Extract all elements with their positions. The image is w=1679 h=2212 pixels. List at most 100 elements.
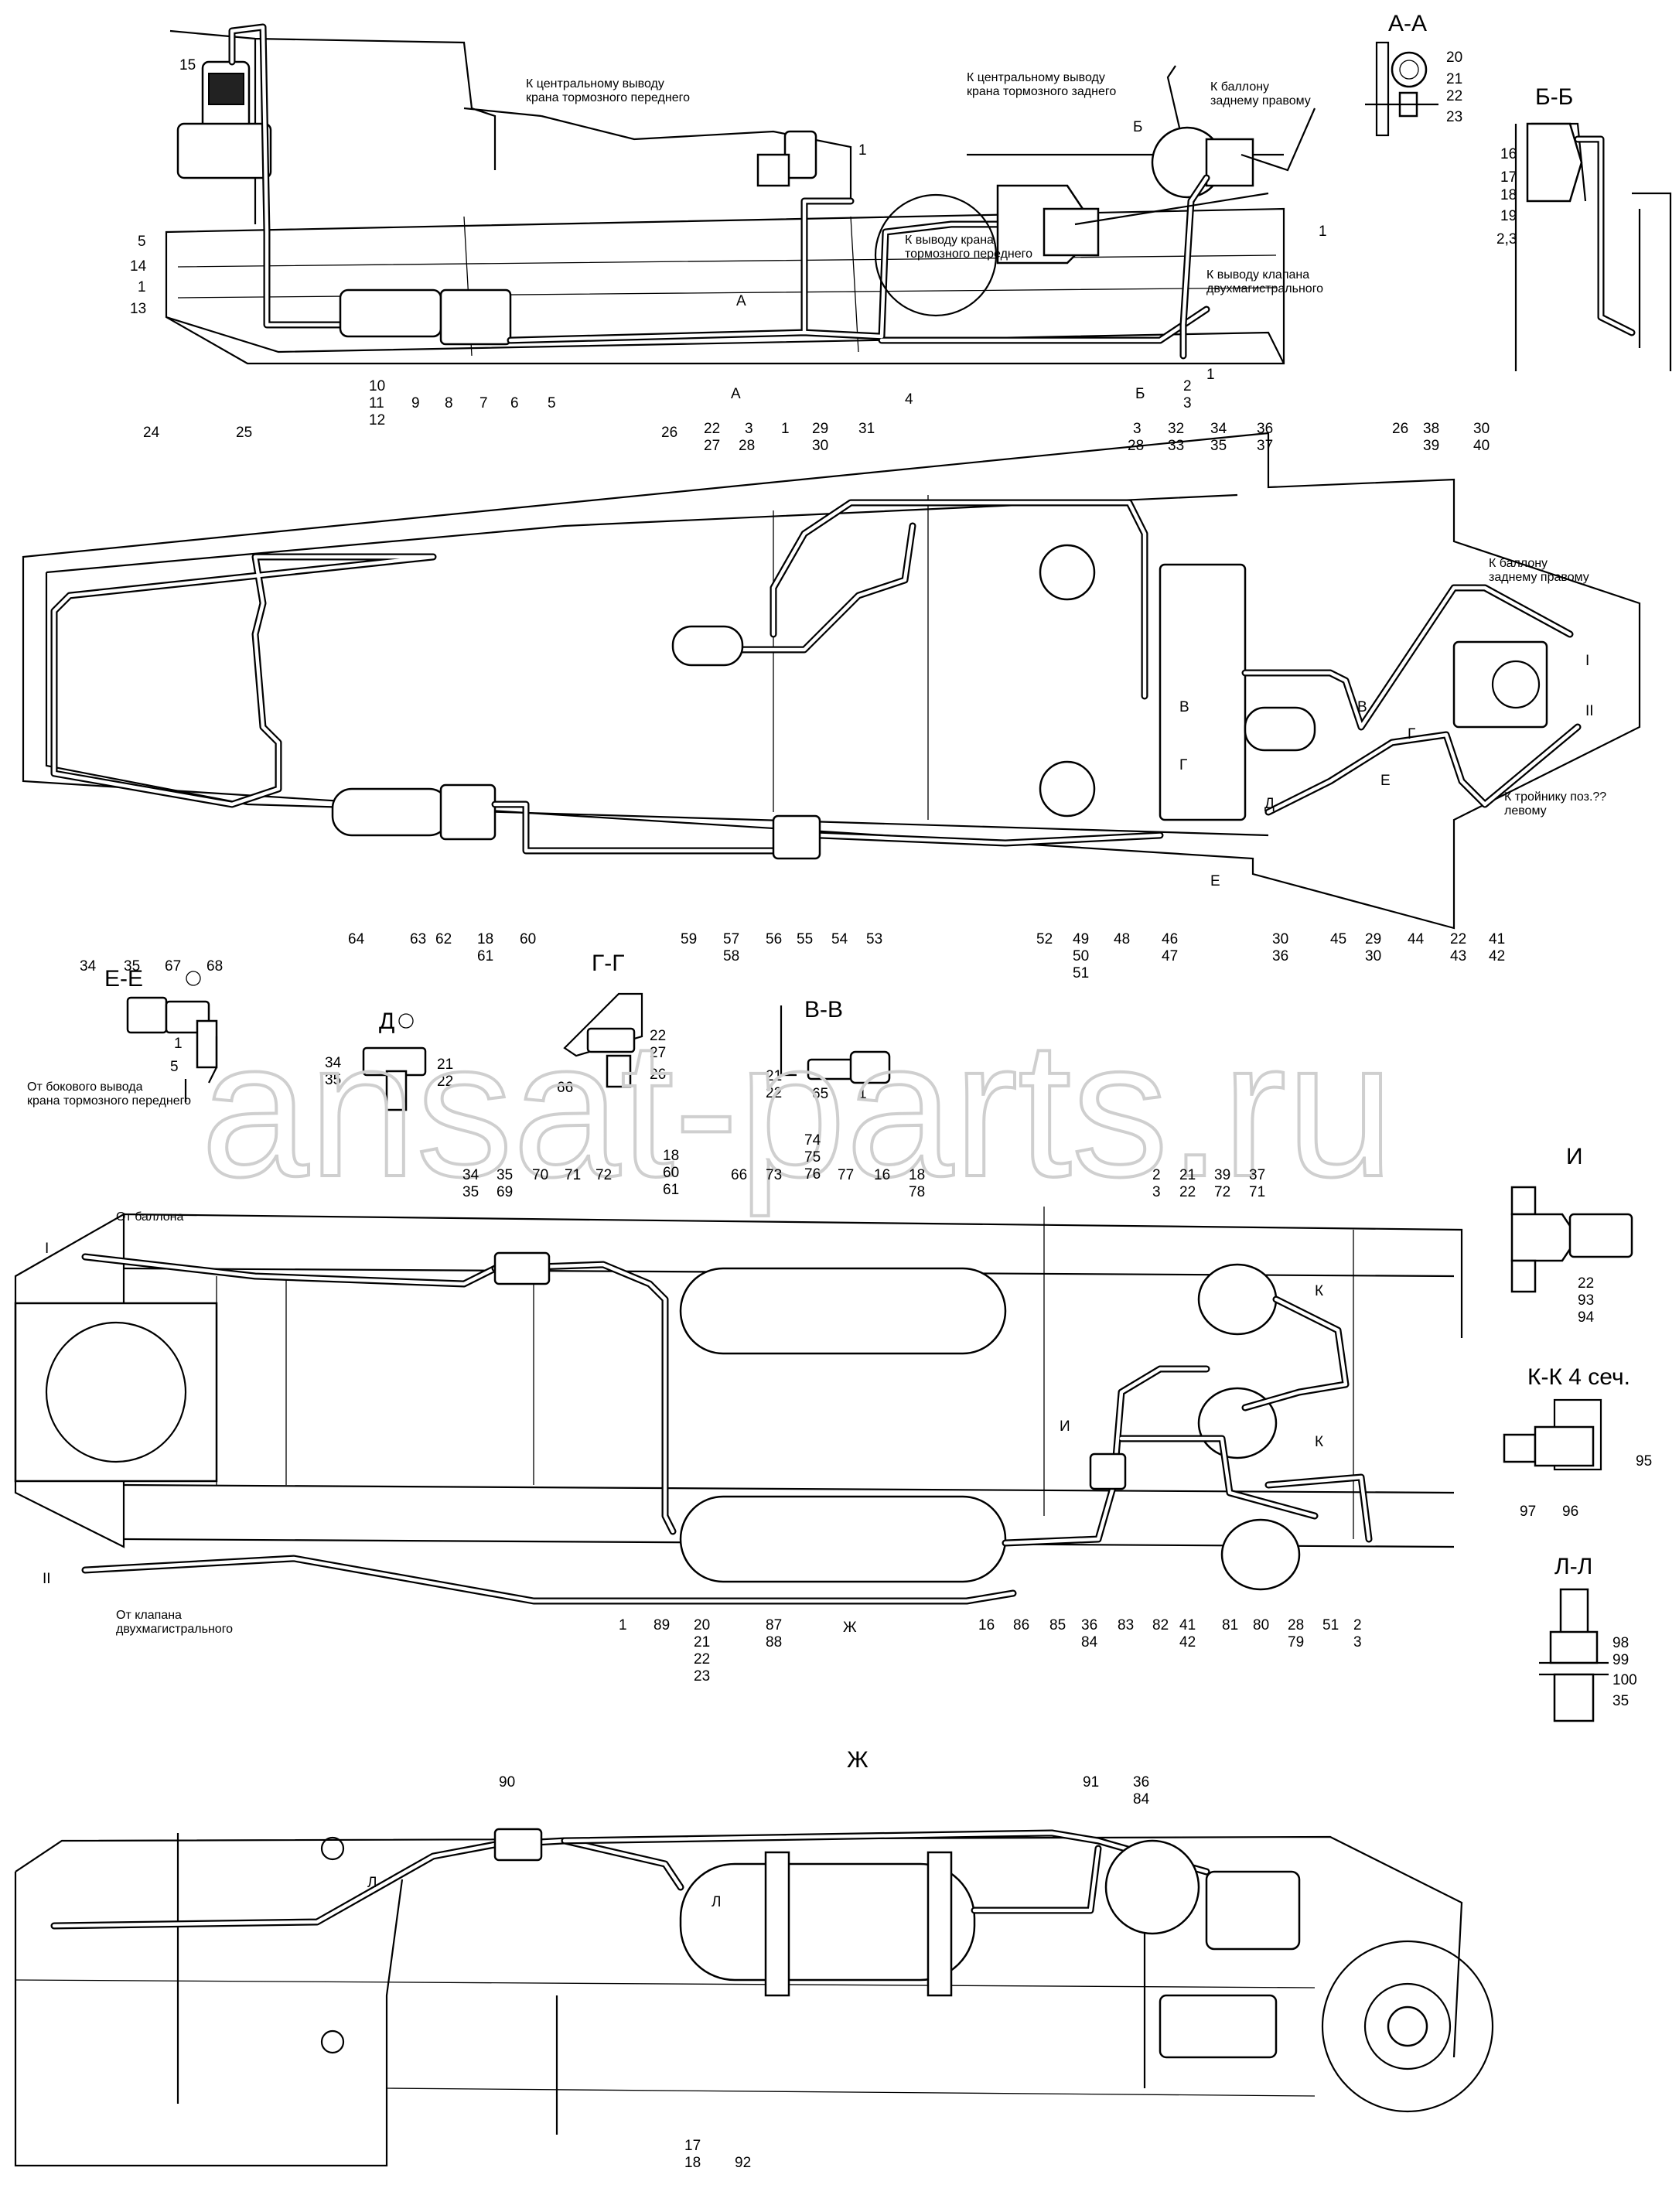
svg-text:тормозного переднего: тормозного переднего: [905, 247, 1032, 261]
svg-text:От бокового вывода: От бокового вывода: [27, 1080, 143, 1094]
svg-text:47: 47: [1162, 948, 1178, 964]
svg-text:А: А: [736, 293, 746, 309]
svg-text:52: 52: [1036, 931, 1053, 947]
svg-text:37: 37: [1257, 438, 1273, 454]
svg-text:41: 41: [1179, 1617, 1196, 1633]
svg-text:крана тормозного переднего: крана тормозного переднего: [27, 1094, 191, 1108]
svg-text:1: 1: [781, 421, 790, 437]
svg-text:22: 22: [704, 421, 720, 437]
svg-text:Г-Г: Г-Г: [592, 951, 624, 976]
section-bb: Б-Б 16 17 18 19 2,3: [1496, 84, 1672, 371]
svg-text:30: 30: [1272, 931, 1288, 947]
svg-text:95: 95: [1636, 1453, 1652, 1470]
svg-text:91: 91: [1083, 1774, 1099, 1790]
svg-text:28: 28: [1128, 438, 1144, 454]
svg-text:4: 4: [905, 391, 913, 408]
svg-text:К-К 4 сеч.: К-К 4 сеч.: [1527, 1364, 1630, 1390]
svg-text:Б: Б: [1133, 119, 1142, 135]
svg-text:27: 27: [650, 1045, 666, 1061]
svg-text:50: 50: [1073, 948, 1089, 964]
svg-text:72: 72: [1214, 1184, 1230, 1200]
svg-text:30: 30: [1473, 421, 1490, 437]
svg-text:В: В: [1179, 699, 1189, 715]
svg-text:35: 35: [497, 1167, 513, 1183]
svg-text:26: 26: [661, 425, 677, 441]
svg-text:21: 21: [437, 1057, 453, 1073]
svg-text:30: 30: [812, 438, 828, 454]
svg-text:22: 22: [694, 1651, 710, 1668]
svg-text:К: К: [1315, 1434, 1323, 1450]
svg-text:60: 60: [520, 931, 536, 947]
svg-text:Ж: Ж: [847, 1747, 869, 1773]
svg-text:40: 40: [1473, 438, 1490, 454]
svg-text:92: 92: [735, 2155, 751, 2171]
svg-text:51: 51: [1073, 965, 1089, 981]
svg-text:33: 33: [1168, 438, 1184, 454]
svg-text:97: 97: [1520, 1504, 1536, 1520]
detail-sections: Е-Е 34 35 67 68 1 5 От бокового вывода к…: [27, 951, 891, 1111]
svg-text:36: 36: [1272, 948, 1288, 964]
svg-text:51: 51: [1322, 1617, 1339, 1633]
svg-text:28: 28: [1288, 1617, 1304, 1633]
svg-text:3: 3: [1133, 421, 1142, 437]
svg-text:21: 21: [694, 1634, 710, 1650]
svg-text:21: 21: [1446, 71, 1462, 87]
svg-text:I: I: [45, 1241, 49, 1257]
svg-text:61: 61: [477, 948, 493, 964]
svg-text:41: 41: [1489, 931, 1505, 947]
svg-text:5: 5: [138, 234, 146, 250]
svg-text:54: 54: [831, 931, 848, 947]
svg-text:69: 69: [497, 1184, 513, 1200]
svg-text:88: 88: [766, 1634, 782, 1650]
svg-text:1: 1: [858, 1086, 867, 1102]
svg-text:К центральному выводу: К центральному выводу: [526, 77, 664, 90]
svg-text:14: 14: [130, 258, 147, 275]
svg-text:12: 12: [369, 412, 385, 428]
svg-text:68: 68: [206, 958, 223, 975]
svg-text:К: К: [1315, 1283, 1323, 1299]
svg-text:93: 93: [1578, 1292, 1594, 1309]
svg-text:99: 99: [1612, 1652, 1629, 1668]
top-side-view: 15 5 14 1 13 10 11 12 9 8 7 6 5 1 4 2 3 …: [130, 23, 1327, 428]
svg-text:3: 3: [1353, 1634, 1362, 1650]
svg-text:От клапана: От клапана: [116, 1609, 182, 1622]
svg-text:25: 25: [236, 425, 252, 441]
svg-text:73: 73: [766, 1167, 782, 1183]
svg-text:11: 11: [369, 395, 384, 411]
svg-text:Е: Е: [1380, 773, 1391, 789]
svg-text:А: А: [731, 386, 741, 402]
svg-text:37: 37: [1249, 1167, 1265, 1183]
svg-text:43: 43: [1450, 948, 1466, 964]
svg-text:34: 34: [80, 958, 97, 975]
svg-text:83: 83: [1118, 1617, 1134, 1633]
svg-text:Л: Л: [367, 1875, 377, 1891]
svg-text:45: 45: [1330, 931, 1346, 947]
svg-text:34: 34: [1210, 421, 1227, 437]
svg-text:И: И: [1566, 1144, 1583, 1169]
svg-text:22: 22: [650, 1028, 666, 1044]
svg-text:36: 36: [1257, 421, 1273, 437]
svg-text:К выводу клапана: К выводу клапана: [1206, 268, 1309, 282]
svg-text:1: 1: [858, 142, 867, 159]
frame-bottom-view: 34 35 35 69 70 71 72 18 60 61 66 73 74 7…: [14, 1132, 1463, 1685]
svg-text:Л: Л: [712, 1894, 721, 1910]
svg-text:81: 81: [1222, 1617, 1238, 1633]
svg-text:II: II: [43, 1571, 51, 1587]
svg-text:1: 1: [138, 279, 146, 295]
svg-text:44: 44: [1408, 931, 1425, 947]
svg-text:71: 71: [565, 1167, 581, 1183]
svg-text:22: 22: [1179, 1184, 1196, 1200]
watermark: ansat-parts.ru: [201, 1001, 1394, 1217]
svg-text:А-А: А-А: [1388, 11, 1427, 36]
svg-text:18: 18: [909, 1167, 925, 1183]
svg-text:35: 35: [124, 958, 140, 975]
svg-text:9: 9: [411, 395, 420, 411]
svg-text:84: 84: [1081, 1634, 1098, 1650]
svg-text:22: 22: [766, 1085, 782, 1101]
svg-text:21: 21: [1179, 1167, 1196, 1183]
svg-text:Е-Е: Е-Е: [104, 966, 143, 992]
svg-text:22: 22: [1578, 1275, 1594, 1292]
svg-text:17: 17: [684, 2138, 701, 2154]
svg-text:От баллона: От баллона: [116, 1210, 184, 1224]
svg-text:И: И: [1060, 1418, 1070, 1435]
